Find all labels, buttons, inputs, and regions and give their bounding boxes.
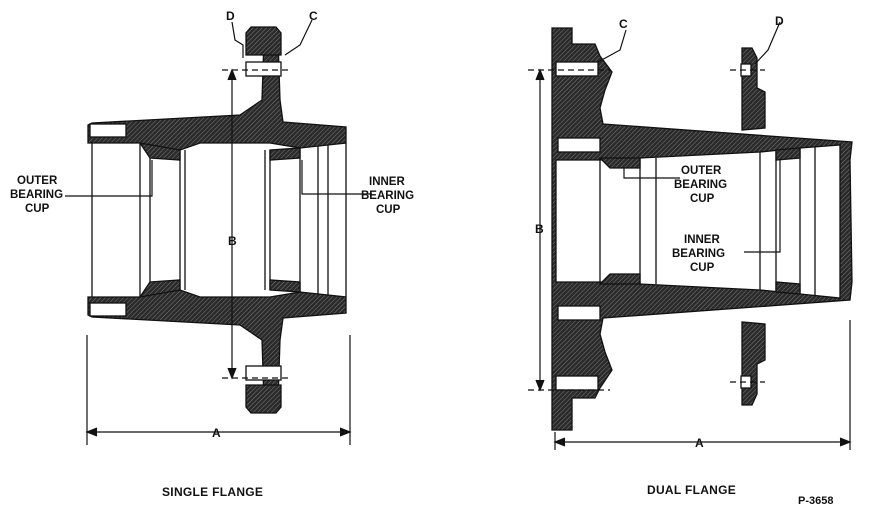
dual-stud-bottom (557, 305, 601, 321)
single-outer-cup-line1: OUTER (17, 175, 58, 187)
single-outer-cup-line3: CUP (25, 203, 50, 215)
dual-inner-cup-line2: BEARING (672, 248, 725, 260)
dual-dim-a-label: A (695, 436, 704, 450)
dual-outer-cup-line1: OUTER (681, 165, 722, 177)
single-inner-cup-top (269, 147, 301, 161)
single-dim-b-label: B (228, 234, 237, 248)
single-flange-bottom-tip (245, 384, 282, 414)
dual-outer-cup-bottom (598, 273, 641, 285)
single-dimensions (65, 19, 372, 445)
figure-number: P-3658 (798, 495, 833, 507)
single-inner-cup-line3: CUP (376, 204, 401, 216)
single-flange-bottom-bolt (245, 365, 282, 381)
dual-right-flange-bottom (741, 321, 766, 406)
dual-flange-caption: DUAL FLANGE (647, 483, 736, 497)
dual-outer-cup-top (598, 157, 641, 169)
dual-left-bolt-bottom (555, 375, 599, 391)
single-outer-cup-bottom (138, 279, 181, 298)
single-flange-caption: SINGLE FLANGE (162, 485, 263, 499)
dual-dimensions (528, 21, 852, 450)
single-stud-top (89, 123, 127, 138)
single-dim-a-label: A (212, 426, 221, 440)
dual-right-flange-top (741, 47, 766, 131)
single-bore-lines (91, 143, 347, 297)
single-hub-bottom-wall (87, 289, 347, 408)
single-hub-top-wall (87, 32, 347, 151)
single-dim-c-label: C (309, 9, 318, 23)
dual-dim-c-label: C (619, 17, 628, 31)
dual-flange-hub (551, 27, 853, 431)
dual-inner-cup-line3: CUP (690, 262, 715, 274)
dual-outer-cup-line3: CUP (690, 193, 715, 205)
single-inner-cup-line2: BEARING (361, 190, 414, 202)
dual-dim-b-label: B (535, 222, 544, 236)
single-outer-cup-line2: BEARING (10, 189, 63, 201)
dual-stud-top (557, 137, 601, 153)
single-stud-bottom (89, 302, 127, 317)
dual-inner-cup-line1: INNER (684, 234, 720, 246)
single-flange-top-bolt (245, 61, 282, 77)
dual-dim-d-label: D (775, 14, 784, 28)
dual-left-bolt-top (555, 61, 599, 77)
single-outer-cup-top (138, 142, 181, 161)
dual-bore-lines (599, 147, 816, 295)
dual-outer-cup-line2: BEARING (674, 179, 727, 191)
dual-inner-cup-bottom (775, 281, 801, 295)
single-inner-cup-line1: INNER (369, 176, 405, 188)
single-flange-top-tip (245, 26, 282, 56)
dual-inner-cup-top (775, 147, 801, 161)
single-flange-hub (87, 26, 347, 414)
single-dim-d-label: D (226, 9, 235, 23)
single-inner-cup-bottom (269, 279, 301, 293)
